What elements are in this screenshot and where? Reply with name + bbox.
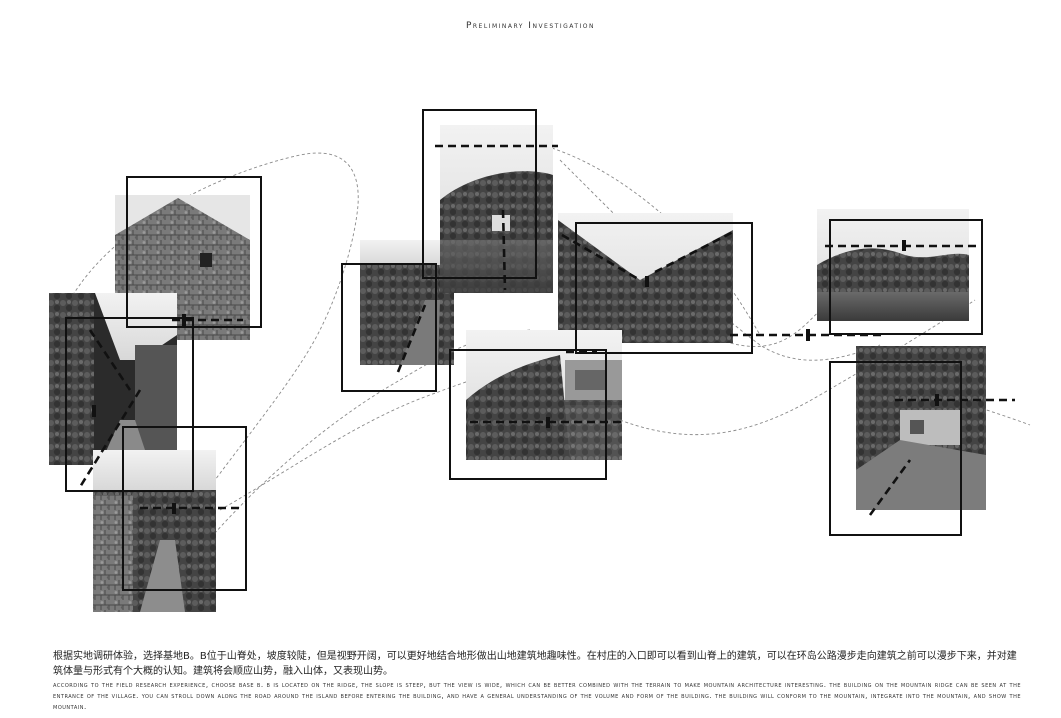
photo-orchard (360, 240, 454, 365)
caption-chinese: 根据实地调研体验，选择基地B。B位于山脊处，坡度较陡，但是视野开阔，可以更好地结… (53, 651, 1017, 677)
photo-mountain-field (817, 209, 969, 321)
photo-alley (49, 293, 177, 465)
dashed-guides (78, 144, 1015, 516)
caption-english: According to the field research experien… (53, 680, 1021, 711)
photo-hill-house (440, 125, 553, 293)
photo-collage (49, 109, 1031, 612)
photo-frames (65, 109, 983, 591)
page-title: Preliminary Investigation (465, 21, 596, 31)
marker-ticks (92, 240, 939, 514)
photo-hamlet (856, 346, 986, 510)
photo-stone-path (93, 450, 216, 612)
